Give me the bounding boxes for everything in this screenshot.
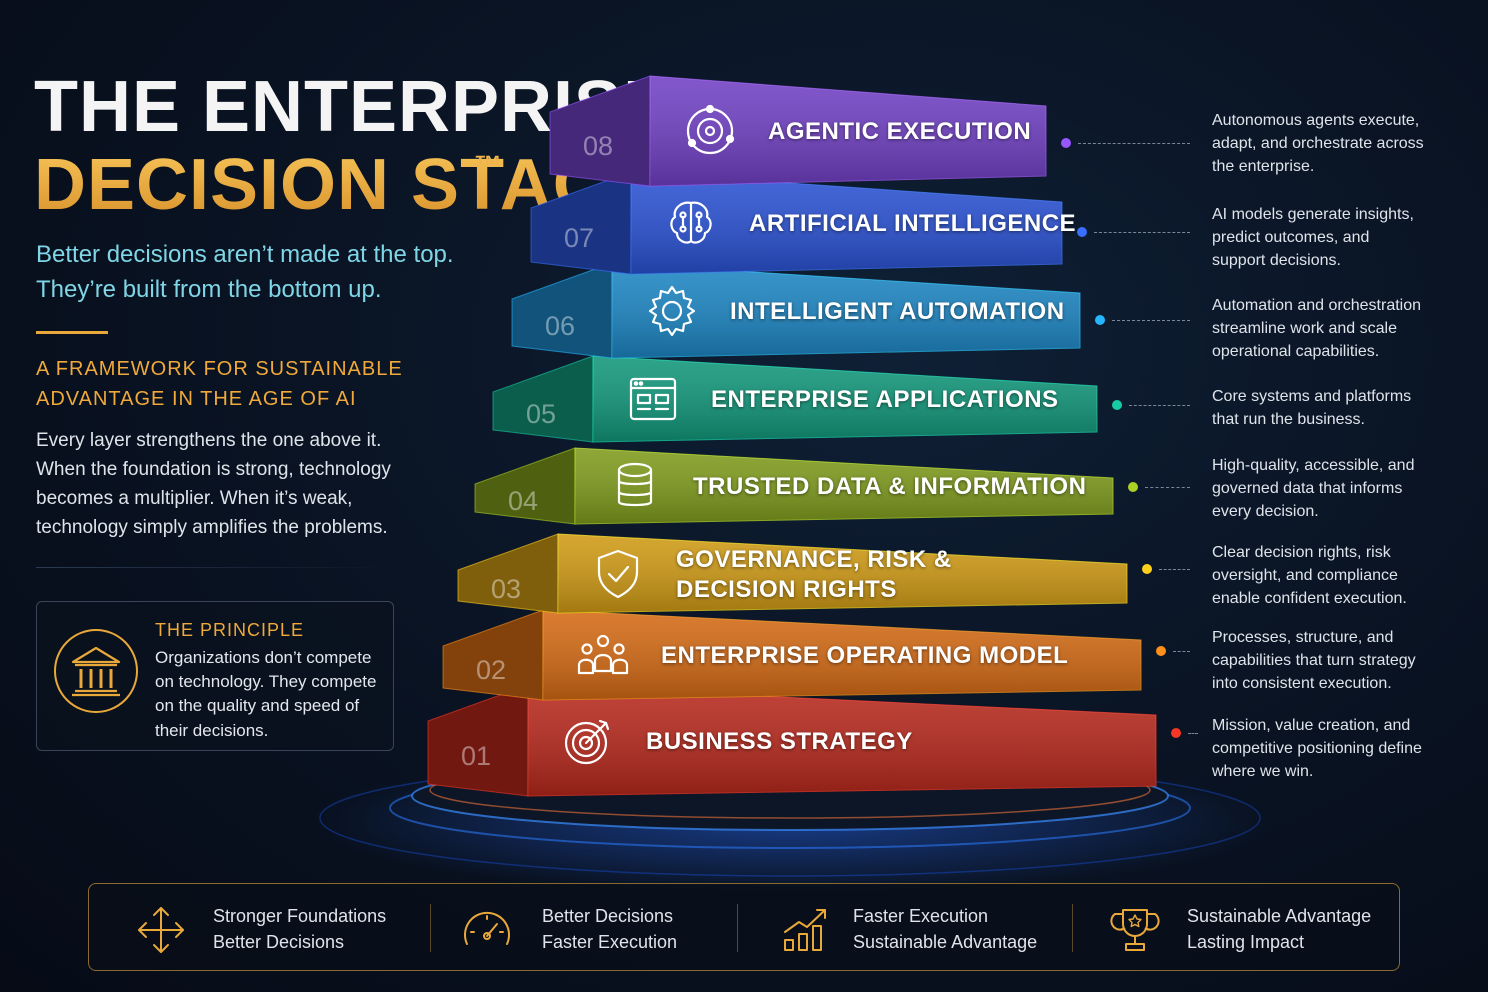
layer-side-panel bbox=[457, 533, 559, 614]
body-text-line1: Every layer strengthens the one above it… bbox=[36, 430, 382, 451]
footer-divider bbox=[1072, 904, 1073, 952]
principle-text-line4: their decisions. bbox=[155, 721, 269, 740]
layer-face-shading bbox=[631, 172, 1062, 274]
footer-item-1-line1: Stronger Foundations bbox=[213, 906, 387, 926]
tagline-line1: Better decisions aren’t made at the top. bbox=[36, 241, 454, 268]
footer-divider bbox=[737, 904, 738, 952]
body-text-line3: becomes a multiplier. When it’s weak, bbox=[36, 488, 353, 509]
layer-side-panel bbox=[427, 684, 529, 797]
layer-face-shading bbox=[558, 534, 1127, 613]
institution-icon bbox=[54, 629, 138, 713]
principle-text-line2: on technology. They compete bbox=[155, 672, 377, 691]
footer-item-3-line2: Sustainable Advantage bbox=[853, 932, 1038, 952]
layer-face-shading bbox=[575, 448, 1113, 524]
principle-text-line3: on the quality and speed of bbox=[155, 696, 360, 715]
footer-item-3-line1: Faster Execution bbox=[853, 906, 989, 926]
section-divider bbox=[36, 567, 396, 568]
footer-item-4-line1: Sustainable Advantage bbox=[1187, 906, 1372, 926]
speedometer-icon bbox=[464, 911, 510, 945]
subtitle-line2: ADVANTAGE IN THE AGE OF AI bbox=[36, 388, 357, 410]
layer-face-shading bbox=[612, 263, 1080, 358]
trophy-icon bbox=[1110, 909, 1160, 951]
layer-side-panel bbox=[442, 609, 544, 701]
layer-side-panel bbox=[530, 171, 632, 275]
tagline-line2: They’re built from the bottom up. bbox=[36, 276, 382, 303]
accent-divider bbox=[36, 331, 108, 334]
footer-item-2-line2: Faster Execution bbox=[542, 932, 678, 952]
principle-title: THE PRINCIPLE bbox=[155, 620, 305, 640]
subtitle-line1: A FRAMEWORK FOR SUSTAINABLE bbox=[36, 358, 403, 380]
principle-text-line1: Organizations don’t compete bbox=[155, 648, 372, 667]
footer-item-1-line2: Better Decisions bbox=[213, 932, 345, 952]
layer-side-panel bbox=[474, 447, 576, 525]
layer-face-shading bbox=[593, 356, 1097, 442]
layer-side-panel bbox=[511, 262, 613, 359]
trademark-symbol: ™ bbox=[474, 150, 502, 181]
expand-arrows-icon bbox=[138, 907, 184, 953]
layer-side-panel bbox=[549, 75, 651, 187]
body-text-line2: When the foundation is strong, technolog… bbox=[36, 459, 391, 480]
body-text-line4: technology simply amplifies the problems… bbox=[36, 517, 388, 538]
benefits-footer: Stronger Foundations Better Decisions Be… bbox=[88, 883, 1400, 971]
layer-face-shading bbox=[650, 76, 1046, 186]
footer-item-4-line2: Lasting Impact bbox=[1187, 932, 1305, 952]
growth-chart-icon bbox=[784, 909, 826, 951]
footer-item-2-line1: Better Decisions bbox=[542, 906, 674, 926]
layer-face-shading bbox=[528, 685, 1156, 796]
footer-divider bbox=[430, 904, 431, 952]
principle-card: THE PRINCIPLE Organizations don’t compet… bbox=[36, 601, 394, 751]
layer-face-shading bbox=[543, 610, 1141, 700]
layer-side-panel bbox=[492, 355, 594, 443]
